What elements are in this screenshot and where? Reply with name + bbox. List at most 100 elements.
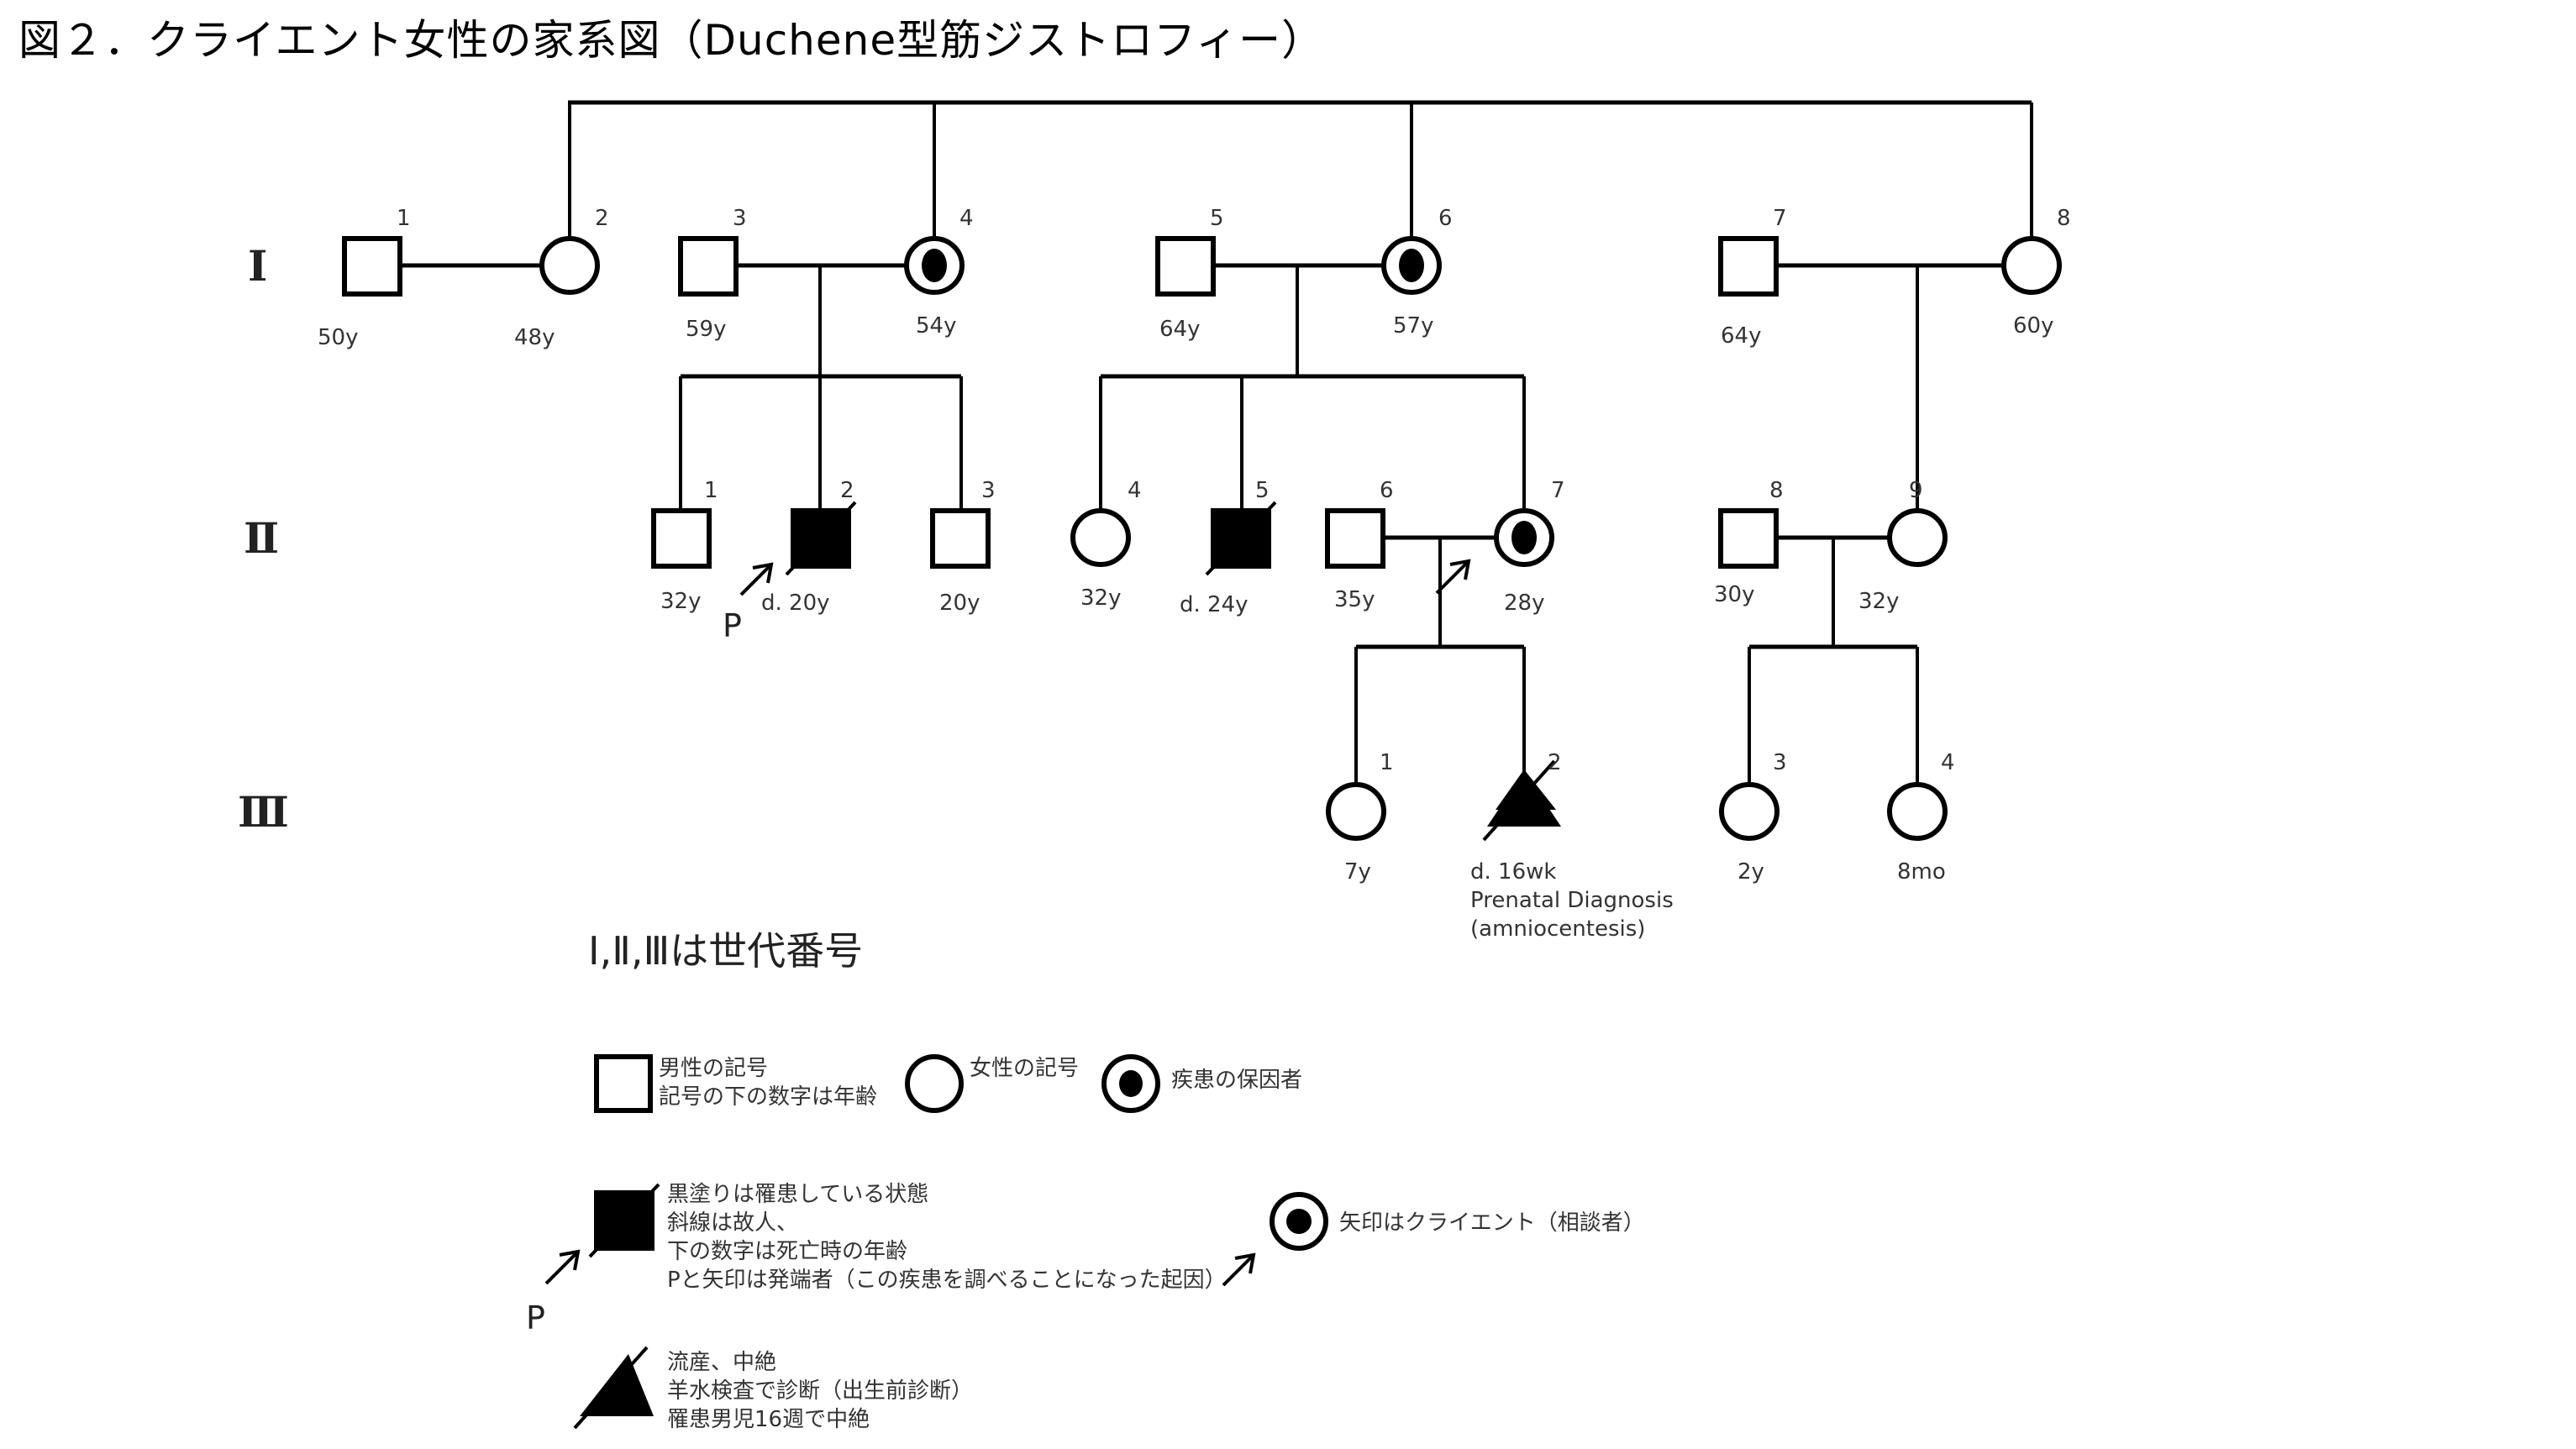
individual-age: 57y [1393,313,1433,339]
individual-number: 5 [1210,206,1224,231]
relationship-lines [400,100,2033,785]
deceased-slash [573,1346,649,1430]
individual-III4-female [1887,782,1948,841]
individual-I5-male [1155,236,1216,297]
individual-II9-female [1887,508,1948,567]
carrier-dot [1399,249,1424,282]
individual-age: 30y [1714,582,1754,607]
individual-number: 4 [959,206,974,231]
individual-age: 64y [1721,323,1761,349]
individual-age: d. 24y [1180,592,1249,617]
legend-proband-text: Pと矢印は発端者（この疾患を調べることになった起因） [667,1268,1227,1293]
individual-II3-male [930,508,991,569]
individual-number: 2 [840,478,854,503]
individual-number: 2 [595,206,609,231]
individual-age: 32y [1858,589,1899,614]
individual-age: d. 16wk [1470,859,1556,885]
deceased-slash [1482,759,1556,842]
individual-I2-female [539,236,600,295]
legend-affected-text: 黒塗りは罹患している状態 [667,1182,928,1207]
individual-age: d. 20y [761,591,830,616]
legend-carrier-text: 疾患の保因者 [1171,1068,1302,1093]
legend-deceased-text: 斜線は故人、 [667,1210,798,1236]
legend-death-age-text: 下の数字は死亡時の年齢 [667,1239,907,1264]
legend-male-age-text: 記号の下の数字は年齢 [659,1084,877,1110]
individual-number: 1 [397,206,411,231]
individual-age: 28y [1504,591,1544,616]
carrier-dot [922,249,947,282]
individual-number: 8 [1769,478,1784,503]
individual-age: 60y [2013,313,2053,339]
individual-age: 32y [660,589,701,614]
individual-I3-male [678,236,739,297]
individual-number: 9 [1909,478,1923,503]
legend-client-arrow-icon [1222,1252,1256,1287]
legend-proband-label: P [526,1299,545,1336]
individual-number: 1 [1380,750,1394,775]
individual-number: 7 [1551,478,1565,503]
legend-female-symbol [905,1054,964,1113]
individual-age: 35y [1334,587,1375,612]
individual-age: 8mo [1897,859,1946,885]
individual-age: 32y [1080,585,1121,611]
client-arrow-icon [1435,559,1471,595]
legend-male-text: 男性の記号 [659,1056,768,1081]
generation-label-3: Ⅲ [238,787,289,837]
legend-loss-text: 流産、中絶 [667,1350,776,1375]
proband-label: P [723,607,742,644]
individual-age: 50y [318,325,358,350]
proband-arrow-icon [739,562,774,596]
legend-generation-note: Ⅰ,Ⅱ,Ⅲは世代番号 [588,928,863,974]
legend-female-text: 女性の記号 [970,1056,1079,1081]
individual-II6-male [1325,508,1385,569]
individual-number: 6 [1438,206,1453,231]
individual-number: 4 [1128,478,1142,503]
individual-number: 8 [2057,206,2071,231]
individual-number: 6 [1380,478,1394,503]
legend-male-symbol [594,1054,653,1113]
generation-label-2: Ⅱ [244,513,279,563]
generation-3: 1 7y 2 d. 16wk Prenatal Diagnosis (amnio… [1326,750,1955,942]
generation-label-1: Ⅰ [248,241,267,291]
generation-2: 1 32y 2 d. 20y P 3 20y 4 32y 5 d. 24y 6 … [651,478,1948,644]
individual-number: 3 [733,206,747,231]
individual-age: 54y [916,313,956,339]
individual-II8-male [1718,508,1779,569]
deceased-slash [588,1183,660,1258]
carrier-dot [1286,1209,1312,1234]
legend-pregnancy-loss-symbol [580,1354,654,1416]
figure-title: 図２．クライエント女性の家系図（Duchene型筋ジストロフィー） [18,16,1325,65]
deceased-slash [1205,501,1277,576]
individual-age: 2y [1737,859,1764,885]
individual-III2-pregnancy-loss [1487,771,1561,827]
legend-client-text: 矢印はクライエント（相談者） [1339,1210,1645,1236]
individual-number: 7 [1773,206,1787,231]
individual-number: 3 [1773,750,1787,775]
individual-number: 2 [1548,750,1562,775]
individual-II4-female [1070,508,1131,567]
legend-prenatal-text: 羊水検査で診断（出生前診断） [667,1378,973,1404]
amniocentesis-note: (amniocentesis) [1470,916,1645,942]
individual-I8-female [2001,236,2062,295]
legend: Ⅰ,Ⅱ,Ⅲは世代番号 男性の記号 記号の下の数字は年齢 女性の記号 疾患の保因者… [526,928,1645,1432]
individual-II1-male [651,508,712,569]
individual-age: 59y [686,317,726,342]
individual-I7-male [1718,236,1779,297]
individual-III3-female [1719,782,1780,841]
legend-proband-arrow-icon [544,1249,581,1285]
deceased-slash [785,501,857,576]
individual-age: 48y [514,325,555,350]
individual-number: 4 [1941,750,1955,775]
individual-III1-female [1326,782,1386,841]
individual-age: 20y [939,591,980,616]
generation-1: 1 50y 2 48y 3 59y 4 54y 5 64y 6 57y 7 64… [318,206,2071,350]
individual-number: 5 [1255,478,1270,503]
legend-termination-text: 罹患男児16週で中絶 [667,1407,870,1432]
individual-age: 64y [1159,317,1200,342]
carrier-dot [1119,1070,1143,1097]
carrier-dot [1511,521,1537,554]
prenatal-diagnosis-note: Prenatal Diagnosis [1470,888,1674,913]
individual-number: 3 [981,478,996,503]
individual-number: 1 [704,478,718,503]
